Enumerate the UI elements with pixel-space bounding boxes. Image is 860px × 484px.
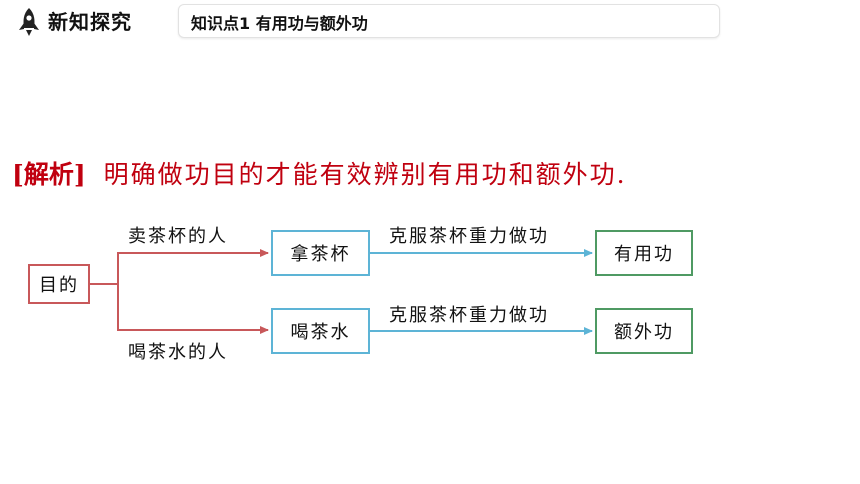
analysis-line: [解析] 明确做功目的才能有效辨别有用功和额外功. (12, 155, 627, 191)
analysis-tag: [解析] (12, 160, 86, 189)
upper-branch-label: 卖茶杯的人 (128, 226, 228, 247)
lower-action-label: 喝茶水 (290, 322, 351, 343)
upper-action-box: 拿茶杯 (271, 230, 370, 276)
analysis-text: 明确做功目的才能有效辨别有用功和额外功. (103, 160, 627, 189)
upper-result-box: 有用功 (595, 230, 693, 276)
rocket-icon (19, 8, 39, 36)
lower-branch-label: 喝茶水的人 (128, 342, 228, 363)
root-label: 目的 (39, 275, 79, 296)
root-box: 目的 (28, 264, 90, 304)
upper-action-label: 拿茶杯 (290, 244, 351, 265)
topic-title: 知识点1 有用功与额外功 (191, 14, 368, 33)
lower-result-box: 额外功 (595, 308, 693, 354)
upper-arrow-label: 克服茶杯重力做功 (389, 226, 549, 247)
lower-action-box: 喝茶水 (271, 308, 370, 354)
lower-result-label: 额外功 (614, 322, 674, 343)
section-title: 新知探究 (48, 10, 132, 34)
lower-arrow-label: 克服茶杯重力做功 (389, 305, 549, 326)
header: 新知探究 知识点1 有用功与额外功 (0, 0, 860, 40)
upper-result-label: 有用功 (614, 244, 674, 265)
topic-box: 知识点1 有用功与额外功 (178, 4, 720, 38)
diagram-connectors (90, 249, 593, 335)
